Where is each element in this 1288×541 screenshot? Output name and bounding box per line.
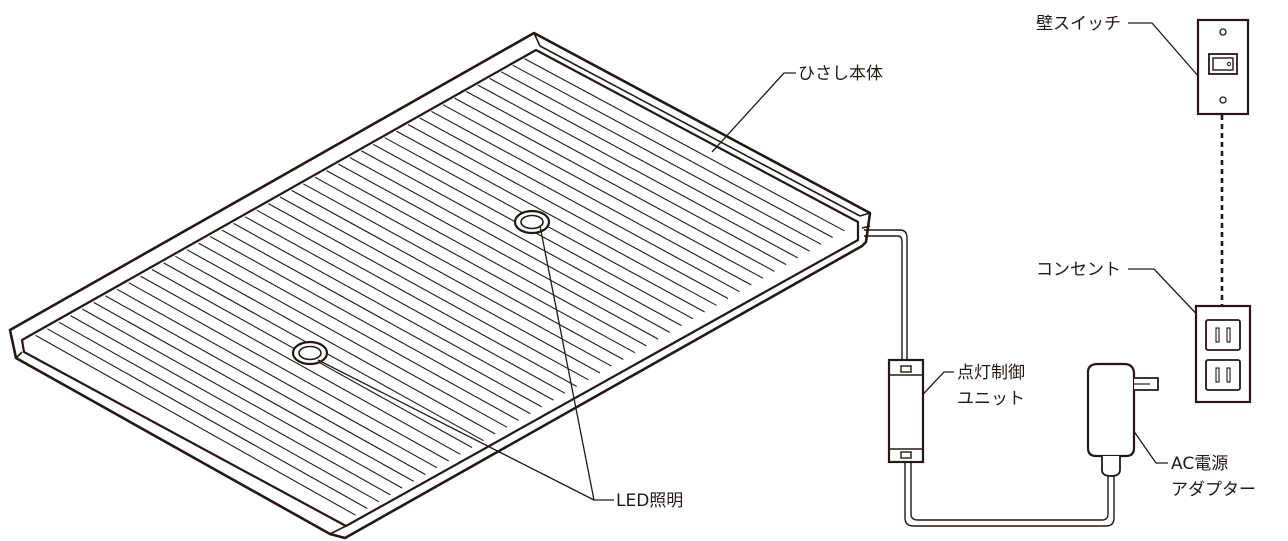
outlet-slot [1215,327,1220,343]
louver-line [314,176,636,354]
label-led-light: LED照明 [616,491,683,511]
label-control-unit-line1: 点灯制御 [957,363,1025,383]
leader-led-lower [317,359,595,501]
leader-lines [317,22,1207,501]
louver-line [209,236,531,415]
label-canopy-body: ひさし本体 [798,64,883,84]
louver-line [93,302,415,482]
louver-line [454,97,775,272]
louver-line [221,229,543,408]
cable-canopy-to-unit-a [864,229,908,360]
outlet-socket-upper [1205,319,1241,351]
louver-line [140,275,461,455]
louver-line [128,282,449,462]
outlet-slot [1226,327,1231,343]
louver-line [47,328,368,509]
cable-unit-to-adapter-b [910,462,1109,521]
leader-canopy [711,72,796,153]
leader-outlet [1128,268,1207,325]
control-unit-bottom-plug [900,451,912,459]
wall-switch-rocker [1212,57,1234,71]
led-light-icon [291,209,551,366]
led-light-lower-inner [298,345,322,361]
louver-line [489,77,810,252]
labels: ひさし本体 LED照明 壁スイッチ コンセント 点灯制御 ユニット AC電源 ア… [616,14,1256,511]
outlet-socket-lower [1205,359,1241,391]
louver-line [512,64,833,238]
label-ac-adapter-line1: AC電源 [1171,454,1228,474]
led-light-upper-inner [520,214,544,230]
louver-line [524,58,845,232]
louver-line [186,249,508,428]
louver-line [116,288,438,469]
louver-line [337,163,659,340]
louver-line [303,183,624,360]
louver-line [465,91,787,266]
wall-switch-icon [1196,18,1250,116]
louver-line [326,170,647,347]
louver-line [198,242,519,421]
cables [864,115,1224,527]
louver-line [419,117,740,293]
label-control-unit-line2: ユニット [957,389,1025,409]
louver-line [477,84,799,259]
louver-line [244,216,566,394]
louver-line [175,255,496,435]
wall-switch-screw-bottom [1219,96,1227,104]
louver-line [279,196,601,374]
louver-line [81,308,403,489]
control-unit-top-plug [900,365,912,373]
louver-line [70,315,391,496]
louver-line [58,321,380,503]
label-wall-switch: 壁スイッチ [1036,14,1121,34]
control-unit-body [887,358,925,464]
canopy-louver-field [20,48,860,528]
wall-switch-indicator [1226,61,1232,67]
control-unit-icon [887,358,925,464]
louver-line [442,104,764,279]
louver-line [407,124,729,299]
louver-line [349,157,671,333]
louver-line [291,189,612,367]
ac-adapter-body [1086,362,1136,458]
leader-ac-adapter [1125,419,1168,464]
ac-adapter-icon [1086,362,1159,477]
canopy-body [8,31,872,540]
label-ac-adapter-line2: アダプター [1171,480,1256,500]
cable-unit-to-adapter-a [904,462,1115,527]
louver-line [105,295,426,476]
louver-line [396,130,717,306]
louver-line [35,334,356,516]
outlet-slot [1215,367,1220,383]
label-outlet: コンセント [1036,260,1121,280]
leader-wall-switch [1128,22,1207,86]
cable-canopy-to-unit-b [864,235,903,360]
louver-line [256,209,577,387]
outlet-slot [1226,367,1231,383]
louver-line [431,110,752,286]
wall-switch-screw-top [1219,28,1227,36]
louver-line [500,71,822,245]
canopy-back-edge [533,32,871,229]
ac-adapter-cord-boot [1101,456,1121,477]
louver-line [268,203,589,381]
louver-line [233,222,554,401]
canopy-front-edge [15,351,347,535]
louver-line [361,150,682,327]
outlet-icon [1194,304,1252,404]
